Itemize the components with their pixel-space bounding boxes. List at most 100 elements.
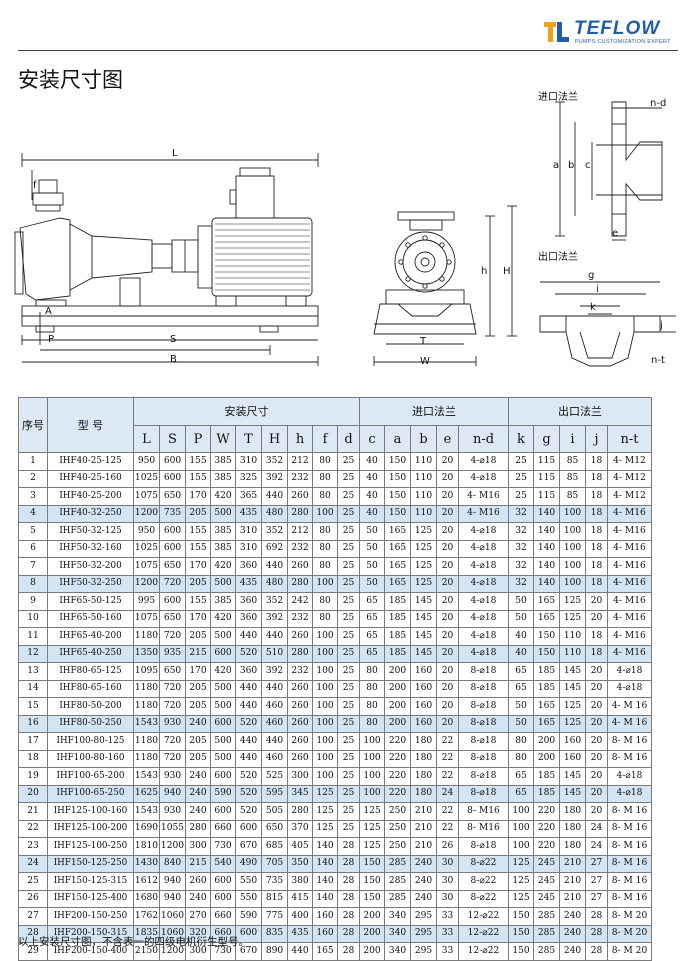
table-cell: 385 [210,452,236,471]
table-cell: 125 [410,522,437,541]
table-cell: 185 [533,662,560,681]
table-cell: 365 [235,487,262,506]
table-cell: 1055 [159,819,186,838]
table-cell: 20 [585,662,608,681]
table-cell: 25 [337,679,360,698]
table-cell: 4- M12 [607,469,652,488]
table-cell: 20 [436,522,459,541]
table-cell: 160 [312,907,338,926]
table-cell: 155 [185,539,211,558]
table-cell: 20 [436,714,459,733]
row-seq: 12 [18,644,48,663]
table-cell: 85 [559,469,586,488]
table-cell: 8- M 20 [607,907,652,926]
table-cell: 435 [235,504,262,523]
row-seq: 16 [18,714,48,733]
table-cell: 270 [185,907,211,926]
table-cell: 735 [159,504,186,523]
row-model: IHF150-125-250 [47,854,134,873]
table-cell: 32 [508,539,534,558]
table-cell: 80 [359,662,385,681]
table-cell: 8- M 16 [607,872,652,891]
table-cell: 25 [337,487,360,506]
table-cell: 125 [410,539,437,558]
table-cell: 100 [508,837,534,856]
table-cell: 32 [508,522,534,541]
table-cell: 28 [337,872,360,891]
table-cell: 4- M16 [607,557,652,576]
table-cell: 240 [410,889,437,908]
table-cell: 1430 [133,854,160,873]
table-cell: 600 [159,522,186,541]
table-cell: 125 [559,609,586,628]
row-model: IHF150-125-400 [47,889,134,908]
header-outlet-flange: 出口法兰 [508,397,652,426]
table-cell: 20 [585,714,608,733]
table-cell: 385 [210,592,236,611]
table-cell: 65 [508,767,534,786]
table-cell: 125 [410,557,437,576]
table-cell: 4- M16 [607,644,652,663]
table-cell: 65 [359,627,385,646]
table-cell: 720 [159,627,186,646]
table-cell: 660 [210,819,236,838]
table-cell: 100 [312,574,338,593]
row-model: IHF40-25-160 [47,469,134,488]
table-cell: 25 [337,627,360,646]
table-cell: 280 [287,802,313,821]
table-cell: 28 [337,924,360,943]
table-cell: 1762 [133,907,160,926]
row-model: IHF80-50-200 [47,697,134,716]
table-cell: 65 [508,784,534,803]
table-cell: 8- M 16 [607,802,652,821]
table-cell: 8-⌀18 [458,679,509,698]
table-cell: 50 [359,574,385,593]
table-cell: 100 [359,732,385,751]
table-cell: 405 [287,837,313,856]
column-header: h [287,425,313,453]
table-cell: 220 [384,767,411,786]
table-cell: 1025 [133,539,160,558]
table-cell: 155 [185,522,211,541]
table-cell: 20 [436,609,459,628]
table-cell: 340 [384,907,411,926]
table-cell: 440 [261,627,288,646]
table-cell: 240 [559,924,586,943]
table-cell: 165 [312,942,338,961]
table-cell: 165 [384,522,411,541]
table-cell: 110 [410,504,437,523]
table-cell: 27 [585,872,608,891]
table-cell: 1060 [159,924,186,943]
table-cell: 85 [559,487,586,506]
table-cell: 4-⌀18 [458,574,509,593]
table-cell: 32 [508,574,534,593]
table-cell: 720 [159,732,186,751]
table-cell: 220 [384,749,411,768]
table-cell: 250 [384,837,411,856]
table-cell: 20 [436,452,459,471]
table-cell: 28 [337,854,360,873]
table-cell: 600 [159,469,186,488]
table-cell: 440 [235,697,262,716]
table-cell: 125 [508,872,534,891]
table-cell: 210 [559,854,586,873]
table-cell: 155 [185,469,211,488]
table-cell: 295 [410,907,437,926]
row-model: IHF40-25-125 [47,452,134,471]
table-cell: 20 [436,574,459,593]
table-cell: 525 [261,767,288,786]
table-cell: 27 [585,889,608,908]
column-header: L [133,425,160,453]
table-cell: 180 [410,732,437,751]
table-cell: 185 [533,767,560,786]
table-cell: 4-⌀18 [458,592,509,611]
table-cell: 160 [410,714,437,733]
table-cell: 280 [287,644,313,663]
table-cell: 80 [312,522,338,541]
